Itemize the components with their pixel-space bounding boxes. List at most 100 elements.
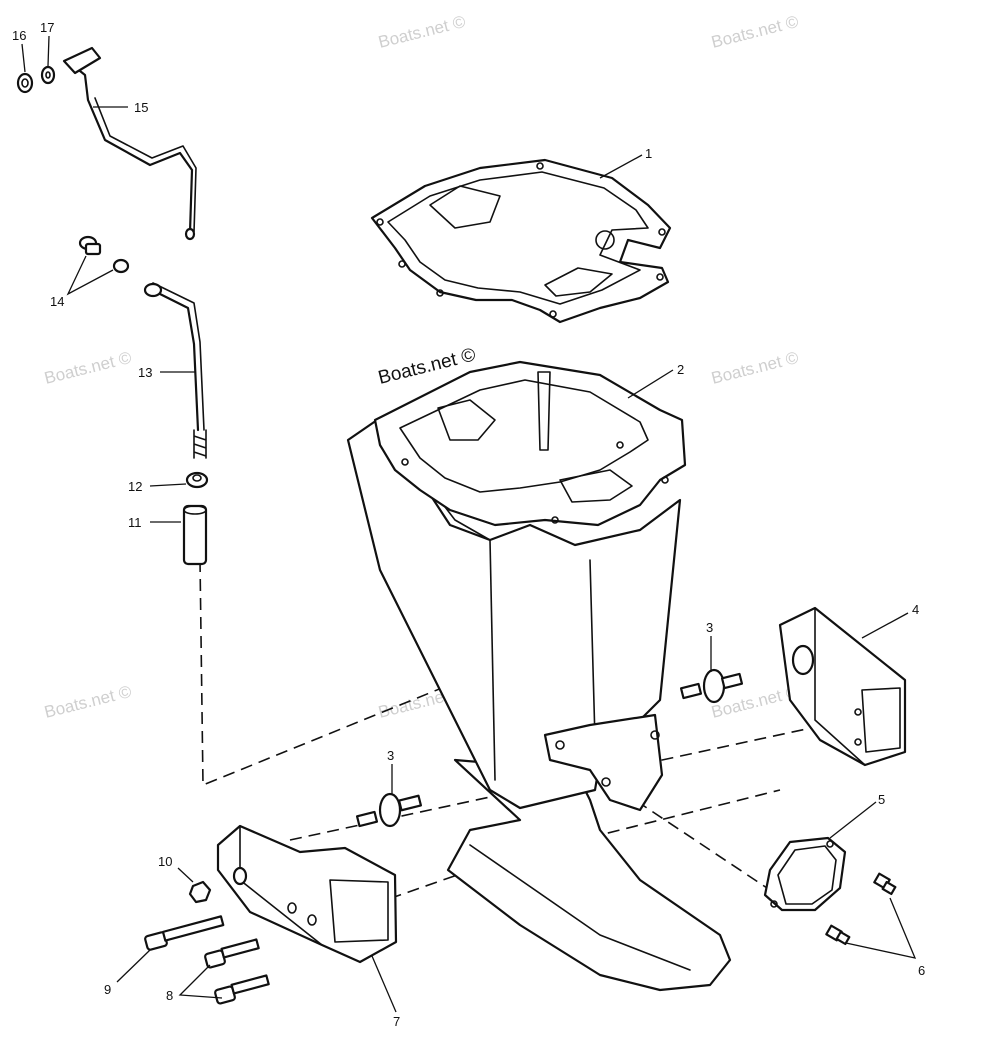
watermark: Boats.net © (709, 348, 800, 388)
leader-7 (371, 955, 397, 1013)
housing-body-ridge (489, 539, 496, 781)
gasket-bolt-hole (376, 218, 384, 226)
rod-nut (185, 471, 209, 489)
leader-10 (177, 867, 194, 883)
washer-body (40, 65, 56, 85)
rod-fastener-washer (112, 258, 130, 274)
callout-3-upper: 3 (706, 620, 713, 635)
housing-skeg-base (446, 758, 732, 992)
leader-8 (178, 964, 223, 999)
mount-stud (355, 810, 379, 828)
gasket-bolt-hole (436, 289, 444, 297)
housing-boss-hole (555, 740, 565, 750)
shift-rod (143, 282, 207, 459)
retaining-clip (16, 72, 34, 94)
cover-outline (763, 836, 847, 912)
housing-bolt-hole (551, 516, 559, 524)
rod-bend (146, 286, 200, 432)
leader-2 (627, 369, 674, 399)
leader-lines (21, 35, 917, 1013)
housing-bolt-hole (616, 441, 624, 449)
upper-rod-knob (62, 46, 102, 75)
callout-10: 10 (158, 854, 172, 869)
bolt-shank (230, 974, 270, 995)
rubber-mount-upper (679, 668, 744, 704)
watermark: Boats.net © (376, 12, 467, 52)
nut-hole (192, 474, 202, 482)
rod-spacer (182, 504, 208, 566)
callout-labels: 1 2 3 3 4 5 6 7 8 9 10 11 12 13 14 15 16… (12, 20, 925, 1029)
bracket-hole (307, 914, 317, 926)
cover-bolt-hole (826, 840, 834, 848)
mount-stud (720, 672, 744, 690)
watermark: Boats.net © (42, 682, 133, 722)
cover-bolt-hole (770, 900, 778, 908)
short-bolt-lower (214, 974, 270, 1005)
leader-1 (599, 154, 643, 179)
gasket (370, 158, 672, 324)
bracket-outline (216, 824, 398, 964)
mount-stud (679, 682, 703, 700)
bracket-bolt-hole (854, 708, 862, 716)
gasket-port-right (544, 267, 613, 297)
callout-11: 11 (128, 515, 142, 530)
housing-boss-hole (650, 730, 660, 740)
callout-8: 8 (166, 988, 173, 1003)
housing-skeg-edge (469, 844, 691, 971)
cover-plate (763, 836, 847, 912)
housing-inner-rib (537, 371, 551, 451)
callout-5: 5 (878, 792, 885, 807)
housing-lower-mount-boss (543, 713, 664, 812)
gasket-outline (370, 158, 672, 324)
cover-screw-lower (825, 924, 851, 946)
callout-1: 1 (645, 146, 652, 161)
leader-12 (149, 483, 187, 487)
driveshaft-housing (346, 360, 732, 992)
screw-shank (881, 880, 897, 896)
housing-top-port (437, 399, 496, 441)
rod-thread (193, 429, 207, 459)
housing-bolt-hole (401, 458, 409, 466)
callout-14: 14 (50, 294, 64, 309)
leader-6 (845, 897, 917, 959)
rod-fastener-pin (78, 235, 102, 256)
mount-rubber-body (702, 668, 726, 704)
gasket-bolt-hole (549, 310, 557, 318)
mount-stud (397, 794, 423, 812)
housing-body-ridge (589, 559, 596, 741)
rod-edge (152, 282, 205, 431)
rod-eye (143, 282, 163, 298)
callout-9: 9 (104, 982, 111, 997)
bracket-hole (232, 866, 248, 886)
upper-rod-edge (94, 97, 197, 233)
cover-screw-right (873, 872, 897, 896)
callout-16: 16 (12, 28, 26, 43)
callout-12: 12 (128, 479, 142, 494)
upper-rod-end (184, 227, 196, 241)
callout-4: 4 (912, 602, 919, 617)
clip-body (16, 72, 34, 94)
retaining-washer (40, 65, 56, 85)
leader-5 (829, 801, 877, 839)
housing-body (346, 416, 682, 810)
leader-9 (116, 949, 151, 983)
mount-bracket-right (778, 606, 907, 767)
bracket-recess (329, 879, 389, 943)
callout-15: 15 (134, 100, 148, 115)
housing-boss-hole (601, 777, 611, 787)
hex-nut (188, 880, 212, 904)
bracket-bolt-hole (854, 738, 862, 746)
cover-rim (777, 845, 837, 905)
upper-shift-rod (62, 46, 197, 241)
gasket-bolt-hole (398, 260, 406, 268)
pin-shank (84, 242, 102, 256)
watermark: Boats.net © (42, 348, 133, 388)
bracket-boss (791, 644, 815, 676)
rubber-mount-lower (355, 792, 423, 828)
gasket-bolt-hole (536, 162, 544, 170)
bracket-edge (814, 607, 866, 766)
bracket-recess (861, 687, 901, 753)
gasket-bolt-hole (656, 273, 664, 281)
leader-17 (47, 35, 50, 67)
